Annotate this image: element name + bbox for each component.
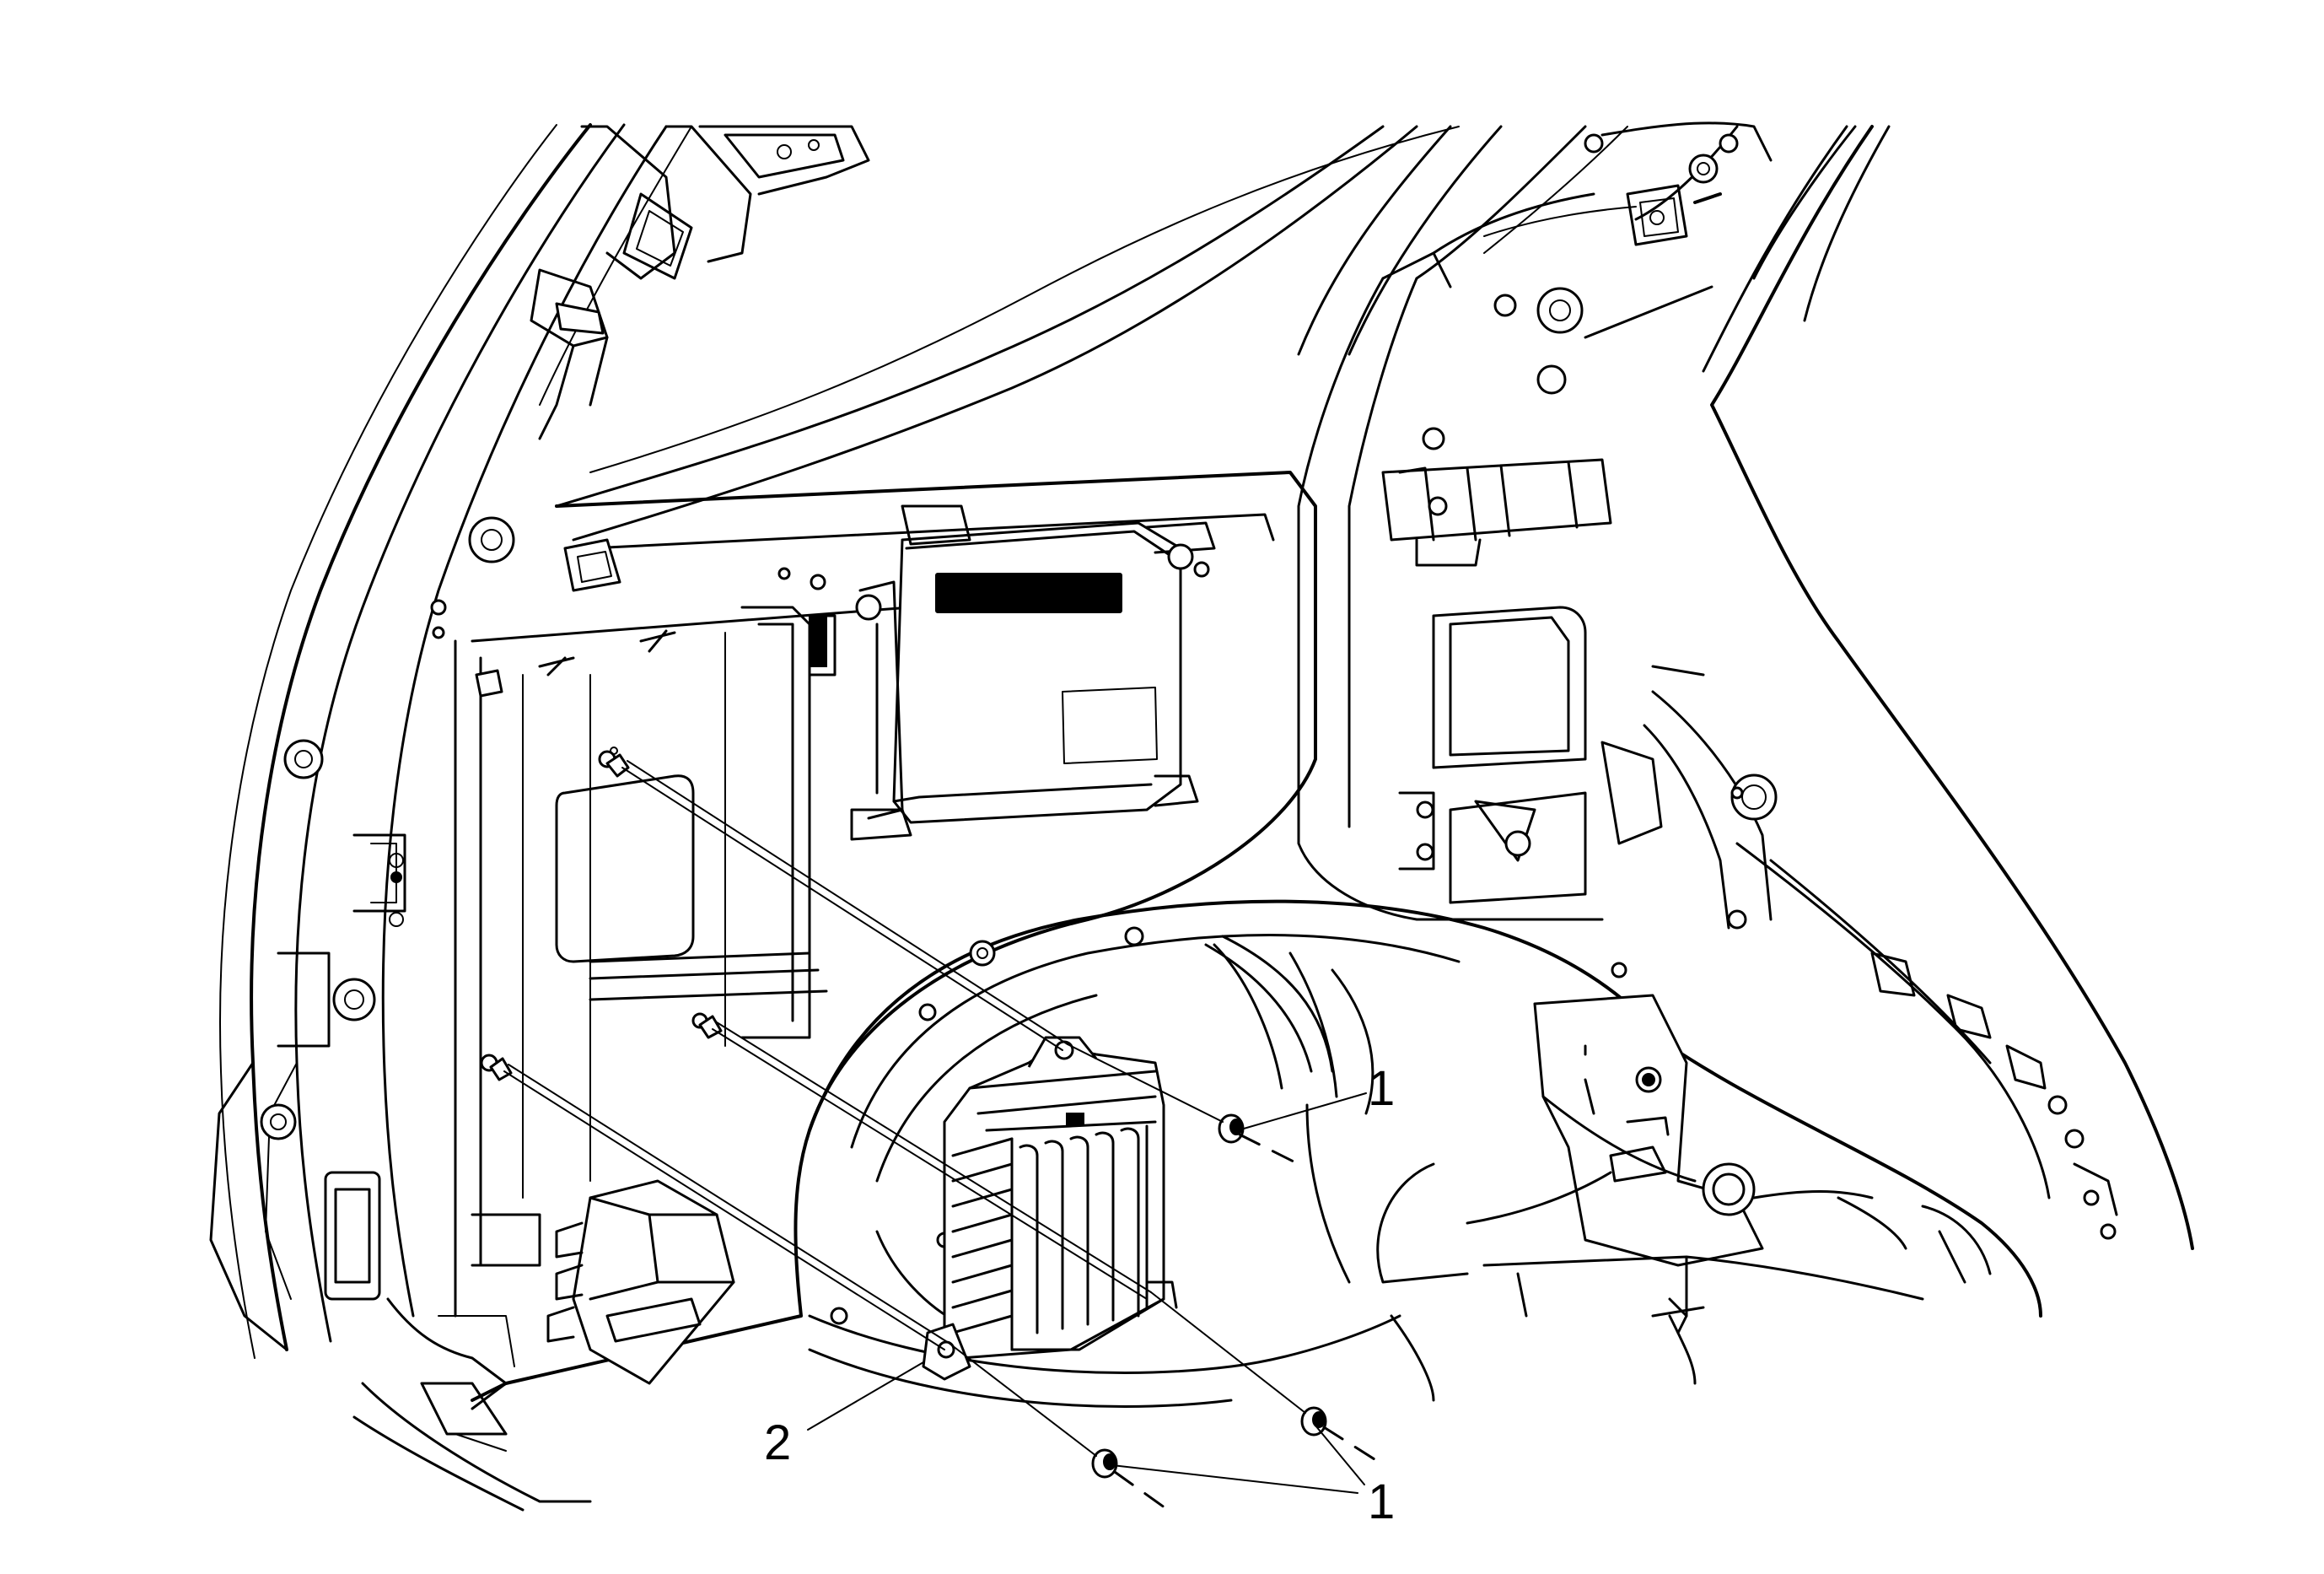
callout-leaders <box>807 1092 1367 1494</box>
callout-label-module: 2 <box>764 1415 791 1470</box>
right-body-side <box>1584 121 2194 1250</box>
inner-quarter-panel <box>352 471 1317 1512</box>
lower-left-module <box>546 1179 735 1385</box>
roof-rails <box>555 125 1891 542</box>
callout-label-fastener-upper: 1 <box>1368 1061 1395 1116</box>
right-pillar-structure <box>1297 192 1778 978</box>
fastener-nut-upper <box>1218 1113 1245 1144</box>
fastener-nut-lower <box>1091 1448 1118 1479</box>
upper-control-unit <box>808 504 1216 841</box>
callout-label-fastener-lower: 1 <box>1368 1474 1395 1529</box>
fastener-nut-right <box>1300 1406 1327 1437</box>
upper-hinge-bracket <box>468 125 870 563</box>
amplifier-module <box>922 1036 1178 1381</box>
left-d-pillar <box>209 123 692 1359</box>
fastener-studs <box>489 753 1376 1512</box>
wheel-house <box>808 899 2042 1408</box>
